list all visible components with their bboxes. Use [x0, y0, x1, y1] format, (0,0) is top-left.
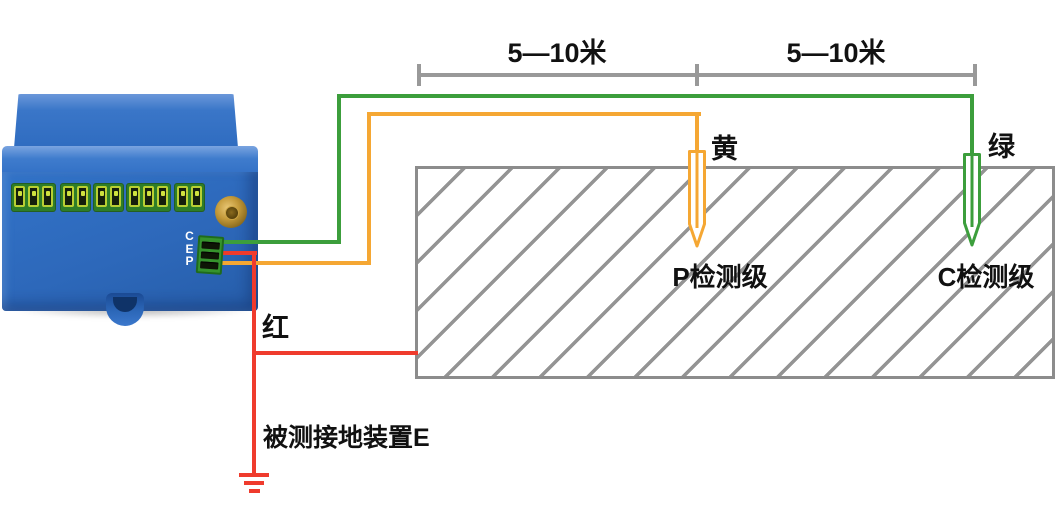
- green-wire-label: 绿: [988, 132, 1015, 162]
- antenna-core: [225, 206, 239, 220]
- terminal-label-c: C: [185, 229, 194, 243]
- terminal-slot: [77, 186, 88, 207]
- distance-label-1: 5—10米: [507, 38, 607, 68]
- terminal-slot: [28, 186, 39, 207]
- terminal-slot: [143, 186, 154, 207]
- p-probe-label: P检测级: [672, 262, 768, 292]
- terminal-label-e: E: [185, 241, 194, 256]
- terminal-group-2: [61, 184, 90, 211]
- green-wire-v2: [970, 94, 974, 155]
- device-step: [2, 146, 258, 174]
- terminal-slot: [110, 186, 121, 207]
- green-wire-v1: [337, 94, 341, 244]
- orange-wire-h2: [367, 112, 701, 116]
- red-wire-label: 红: [262, 313, 289, 343]
- yellow-wire-label: 黄: [711, 134, 738, 164]
- red-wire-v1: [252, 251, 256, 473]
- ruler-tick-middle: [695, 64, 699, 86]
- ground-device-label: 被测接地装置E: [263, 424, 430, 452]
- terminal-group-4: [127, 184, 170, 211]
- c-probe-icon: [963, 153, 981, 247]
- cep-slot-c: [201, 240, 220, 250]
- orange-wire-v2: [695, 112, 699, 153]
- terminal-slot: [96, 186, 107, 207]
- terminal-group-5: [175, 184, 204, 211]
- p-probe-icon: [688, 150, 706, 248]
- terminal-slot: [129, 186, 140, 207]
- terminal-slot: [191, 186, 202, 207]
- ruler-tick-right: [973, 64, 977, 86]
- cep-slot-p: [200, 260, 219, 270]
- device-top-section: [14, 94, 238, 148]
- green-wire-h1: [212, 240, 341, 244]
- terminal-group-1: [12, 184, 55, 211]
- terminal-slot: [63, 186, 74, 207]
- cep-terminal-block: [195, 235, 225, 275]
- earth-bar-long: [239, 473, 269, 477]
- red-wire-h1: [212, 251, 257, 255]
- green-wire-h2: [337, 94, 974, 98]
- terminal-slot: [42, 186, 53, 207]
- cep-slot-e: [200, 250, 220, 260]
- red-wire-h2: [252, 351, 418, 355]
- antenna-connector: [215, 196, 247, 228]
- terminal-label-p: P: [185, 254, 194, 269]
- earth-ground-area: [415, 166, 1055, 379]
- c-probe-label: C检测级: [937, 262, 1035, 292]
- terminal-slot: [177, 186, 188, 207]
- terminal-group-3: [94, 184, 123, 211]
- cep-terminal-labels: C E P: [182, 230, 197, 268]
- ruler-tick-left: [417, 64, 421, 86]
- device-din-clip: [106, 293, 144, 326]
- earth-bar-mid: [244, 481, 264, 485]
- orange-wire-h1: [212, 261, 371, 265]
- terminal-slot: [157, 186, 168, 207]
- earth-bar-short: [249, 489, 260, 493]
- terminal-slot: [14, 186, 25, 207]
- orange-wire-v1: [367, 112, 371, 265]
- distance-label-2: 5—10米: [786, 38, 886, 68]
